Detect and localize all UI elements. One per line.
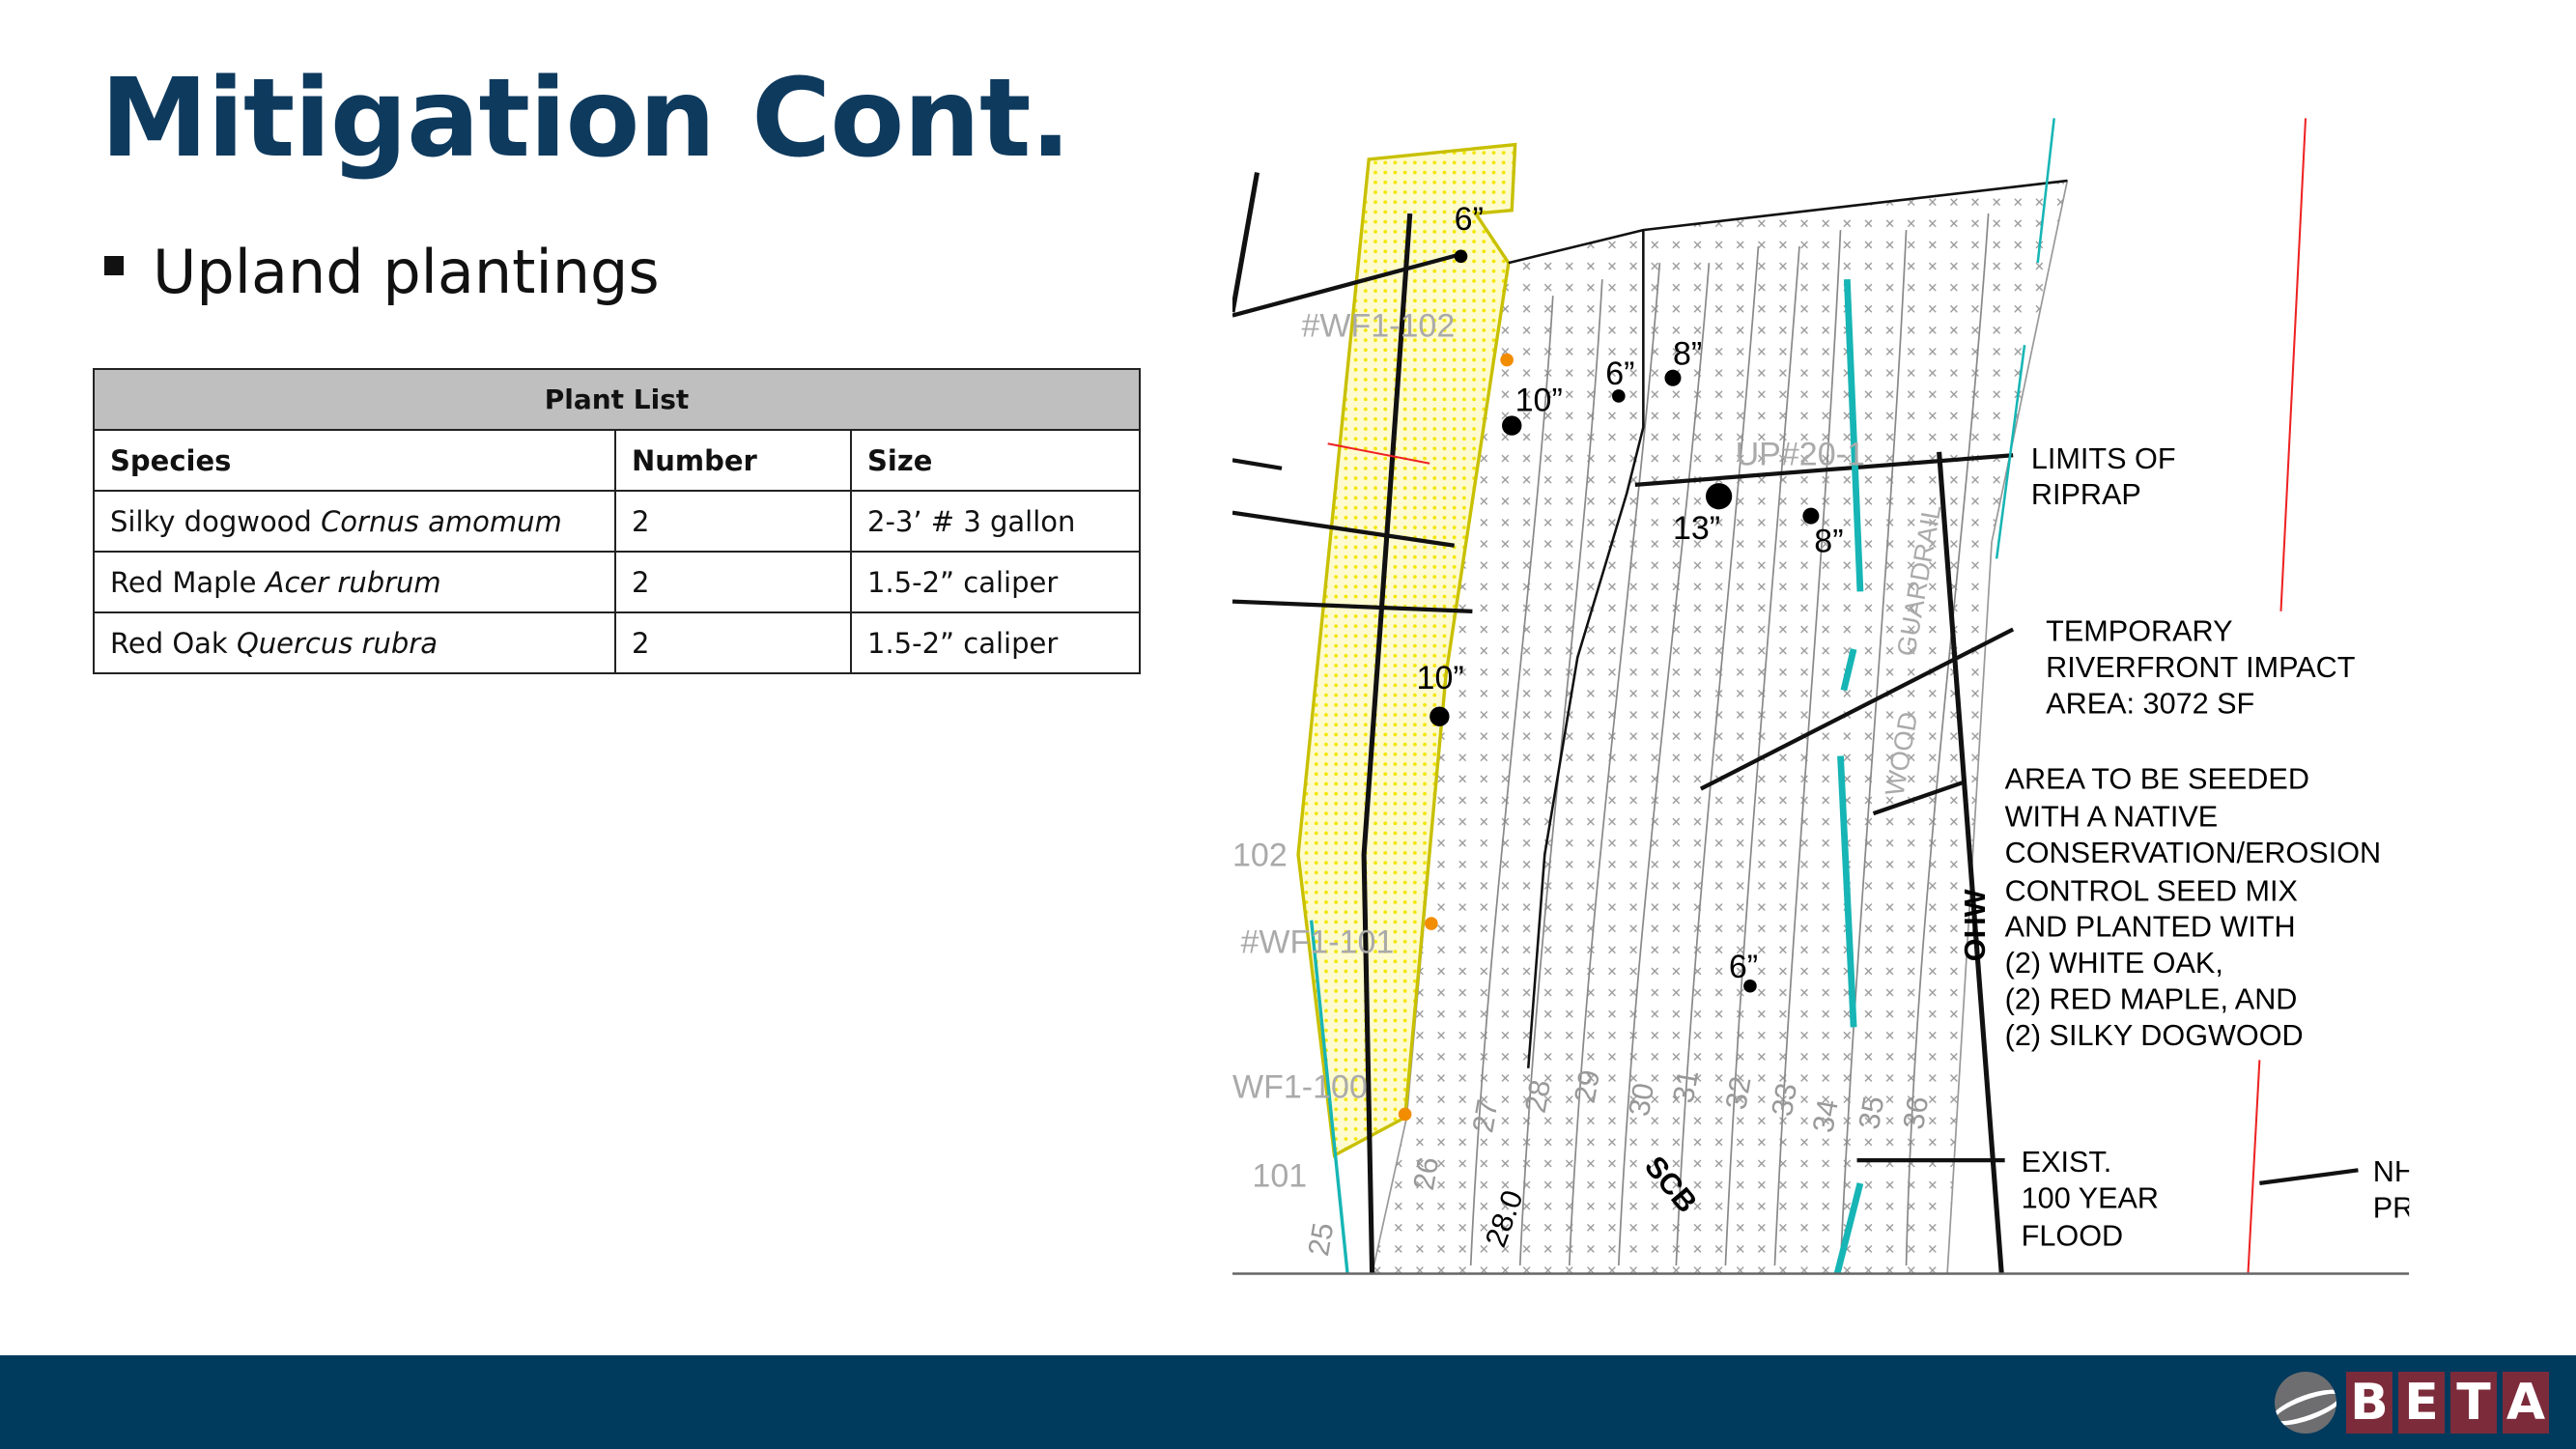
grey-label: UP#20-1 bbox=[1736, 436, 1865, 472]
page-title: Mitigation Cont. bbox=[100, 56, 1071, 182]
callout-seeded-line: CONSERVATION/EROSION bbox=[2005, 837, 2381, 869]
contour-label: 34 bbox=[1806, 1097, 1844, 1135]
callouts: LIMITS OF RIPRAP TEMPORARY RIVERFRONT IM… bbox=[2005, 442, 2416, 1253]
map-right-mask bbox=[2409, 115, 2416, 1282]
contour-label: 27 bbox=[1466, 1097, 1504, 1135]
callout-seeded-line: CONTROL SEED MIX bbox=[2005, 874, 2298, 907]
table-caption: Plant List bbox=[93, 368, 1141, 431]
footer-bar bbox=[0, 1355, 2576, 1449]
number-cell: 2 bbox=[614, 611, 852, 674]
leader-arrows bbox=[1232, 252, 2359, 1186]
grey-labels: #WF1-102 UP#20-1 102 #WF1-101 WF1-100 10… bbox=[1232, 308, 1947, 1195]
contour-label: 31 bbox=[1667, 1067, 1705, 1105]
ohw-label: OHW bbox=[1959, 889, 1992, 961]
tree-label: 6” bbox=[1455, 201, 1484, 238]
callout-riprap-line: RIPRAP bbox=[2031, 478, 2141, 511]
column-header: Species bbox=[93, 429, 616, 492]
contour-label: 36 bbox=[1897, 1094, 1935, 1131]
grey-label: #WF1-102 bbox=[1301, 308, 1455, 345]
tree-label: 8” bbox=[1814, 524, 1843, 560]
contour-label: 35 bbox=[1853, 1094, 1890, 1131]
property-lines bbox=[1327, 118, 2307, 1274]
size-cell: 1.5-2” caliper bbox=[850, 551, 1141, 613]
logo-letter: B bbox=[2346, 1372, 2392, 1434]
globe-icon bbox=[2275, 1372, 2336, 1434]
callout-temporary-line: RIVERFRONT IMPACT bbox=[2046, 651, 2355, 684]
site-plan-drawing: 6” 10” 6” 8” 13” 8” 10” 6” #WF1-102 UP#2… bbox=[1232, 115, 2416, 1282]
table-row: Red Maple Acer rubrum 2 1.5-2” caliper bbox=[93, 551, 1141, 613]
column-header: Size bbox=[850, 429, 1141, 492]
latin-name: Cornus amomum bbox=[321, 504, 562, 538]
table-header-row: Species Number Size bbox=[93, 429, 1141, 492]
callout-nh-line: PR bbox=[2373, 1192, 2415, 1225]
cyan-lines bbox=[1309, 118, 2055, 1275]
plant-list-table: Plant List Species Number Size Silky dog… bbox=[93, 368, 1141, 674]
contour-label: 29 bbox=[1569, 1067, 1606, 1105]
beta-logo: B E T A bbox=[2275, 1372, 2549, 1434]
callout-temporary-line: TEMPORARY bbox=[2046, 614, 2232, 647]
contour-label: 28 bbox=[1519, 1077, 1557, 1115]
size-cell: 1.5-2” caliper bbox=[850, 611, 1141, 674]
callout-flood-line: EXIST. bbox=[2022, 1146, 2112, 1179]
callout-seeded-line: WITH A NATIVE bbox=[2005, 801, 2219, 834]
callout-seeded-line: (2) WHITE OAK, bbox=[2005, 947, 2223, 980]
bullet-text: Upland plantings bbox=[153, 237, 660, 307]
wetland-area bbox=[1296, 142, 1517, 1158]
contour-labels: 25 26 27 28 29 30 31 32 33 34 35 36 28.0 bbox=[1302, 1067, 1935, 1259]
callout-temporary-line: AREA: 3072 SF bbox=[2046, 687, 2254, 720]
latin-name: Acer rubrum bbox=[265, 565, 441, 599]
callout-flood-line: FLOOD bbox=[2022, 1220, 2123, 1253]
callout-seeded-line: (2) RED MAPLE, AND bbox=[2005, 983, 2298, 1016]
species-cell: Red Oak Quercus rubra bbox=[93, 611, 616, 674]
contour-label: 25 bbox=[1302, 1220, 1340, 1258]
size-cell: 2-3’ # 3 gallon bbox=[850, 490, 1141, 553]
contour-label: 32 bbox=[1719, 1074, 1757, 1112]
contour-label: 30 bbox=[1623, 1081, 1660, 1119]
tree-label: 6” bbox=[1729, 949, 1758, 985]
callout-riprap-line: LIMITS OF bbox=[2031, 442, 2176, 475]
grey-label: #WF1-101 bbox=[1241, 924, 1395, 961]
callout-seeded-line: AND PLANTED WITH bbox=[2005, 911, 2296, 944]
bullet-square-icon bbox=[104, 255, 124, 275]
road-lines bbox=[1232, 172, 2068, 1274]
tree-label: 10” bbox=[1417, 660, 1464, 696]
tree-label: 10” bbox=[1515, 382, 1563, 418]
grey-label: 102 bbox=[1232, 838, 1288, 874]
common-name: Silky dogwood bbox=[110, 504, 312, 538]
logo-letter: A bbox=[2503, 1372, 2549, 1434]
logo-letter: T bbox=[2450, 1372, 2497, 1434]
bullet-item: Upland plantings bbox=[104, 237, 660, 307]
grey-label: 101 bbox=[1252, 1157, 1307, 1194]
callout-nh-line: NH bbox=[2373, 1155, 2416, 1188]
callout-seeded-line: AREA TO BE SEEDED bbox=[2005, 763, 2309, 796]
tree-label: 6” bbox=[1605, 355, 1634, 392]
tree-size-labels: 6” 10” 6” 8” 13” 8” 10” 6” bbox=[1417, 201, 1844, 985]
callout-flood-line: 100 YEAR bbox=[2022, 1181, 2159, 1214]
contour-label: 26 bbox=[1407, 1154, 1445, 1192]
number-cell: 2 bbox=[614, 490, 852, 553]
species-cell: Red Maple Acer rubrum bbox=[93, 551, 616, 613]
number-cell: 2 bbox=[614, 551, 852, 613]
tree-label: 8” bbox=[1673, 336, 1702, 373]
table-row: Silky dogwood Cornus amomum 2 2-3’ # 3 g… bbox=[93, 490, 1141, 553]
latin-name: Quercus rubra bbox=[236, 626, 438, 660]
callout-seeded-line: (2) SILKY DOGWOOD bbox=[2005, 1019, 2304, 1052]
tree-label: 13” bbox=[1673, 510, 1720, 547]
orange-markers bbox=[1398, 353, 1514, 1122]
common-name: Red Maple bbox=[110, 565, 257, 599]
column-header: Number bbox=[614, 429, 852, 492]
tree-markers bbox=[1430, 249, 1820, 993]
contour-lines bbox=[1469, 213, 1990, 1266]
species-cell: Silky dogwood Cornus amomum bbox=[93, 490, 616, 553]
contour-label: 33 bbox=[1766, 1081, 1803, 1119]
common-name: Red Oak bbox=[110, 626, 228, 660]
logo-letter: E bbox=[2398, 1372, 2445, 1434]
table-row: Red Oak Quercus rubra 2 1.5-2” caliper bbox=[93, 611, 1141, 674]
grey-label: WF1-100 bbox=[1232, 1068, 1368, 1105]
